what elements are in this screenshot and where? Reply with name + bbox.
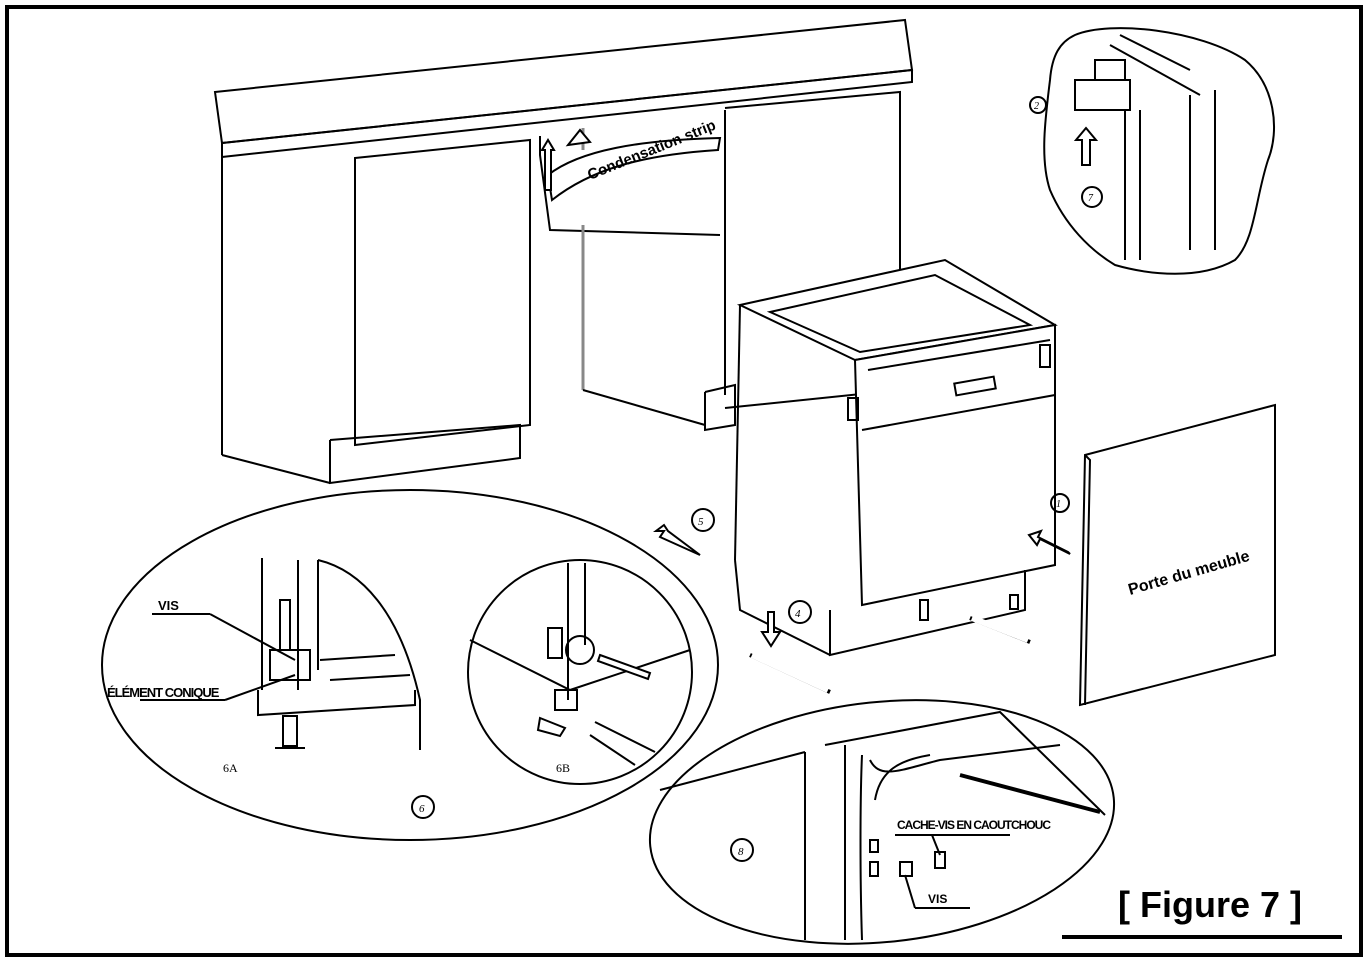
condensation-strip	[546, 136, 722, 202]
push-arrow-icon	[653, 523, 701, 556]
outer-frame	[5, 5, 1363, 957]
detail-circle-6b	[467, 559, 693, 785]
sub-label-6b: 6B	[556, 761, 570, 775]
svg-text:4: 4	[795, 608, 801, 620]
svg-text:5: 5	[698, 516, 704, 528]
push-arrow-icon	[1027, 529, 1071, 555]
step-marker-2	[1029, 96, 1047, 114]
svg-text:6: 6	[419, 803, 425, 815]
up-arrow-icon	[540, 138, 556, 191]
step-marker-1	[1050, 493, 1070, 513]
inset-top-right: 2 7	[1029, 27, 1275, 275]
figure-title: [ Figure 7 ]	[1118, 884, 1302, 925]
svg-text:8: 8	[738, 846, 744, 858]
conical-element-label: ÉLÉMENT CONIQUE	[107, 685, 220, 700]
inset-bottom-left: VIS ÉLÉMENT CONIQUE 6A 6B 6	[101, 489, 719, 841]
step-marker-7	[1081, 186, 1103, 208]
down-arrow-icon	[760, 611, 782, 648]
rubber-screw-cover-label: CACHE-VIS EN CAOUTCHOUC	[897, 818, 1051, 832]
step-marker-6	[411, 795, 435, 819]
svg-text:7: 7	[1088, 193, 1094, 204]
peel-tab-icon	[565, 128, 592, 147]
cabinet-door-panel: Porte du meuble	[1078, 403, 1276, 707]
sub-label-6a: 6A	[223, 761, 238, 775]
kitchen-cabinet: Condensation strip	[213, 18, 914, 485]
inset-bottom-right: CACHE-VIS EN CAOUTCHOUC VIS 8	[648, 699, 1116, 945]
svg-text:1: 1	[1056, 499, 1061, 510]
screw-label-8: VIS	[928, 892, 947, 906]
step-marker-8	[730, 838, 754, 862]
up-arrow-icon	[1073, 126, 1099, 166]
screw-label-6a: VIS	[158, 598, 179, 613]
dishwasher: 5 4 1	[653, 258, 1071, 694]
svg-text:2: 2	[1034, 101, 1039, 112]
step-marker-5	[691, 508, 715, 532]
step-marker-4	[788, 600, 812, 624]
